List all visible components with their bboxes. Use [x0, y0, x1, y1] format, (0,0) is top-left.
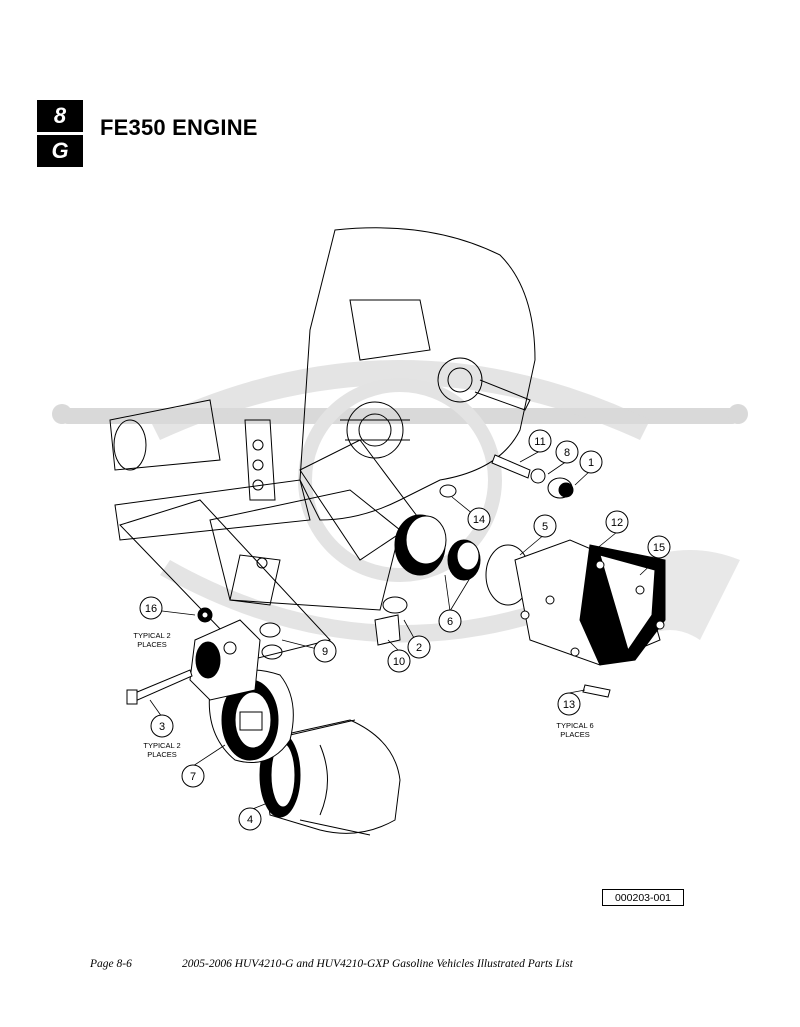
note-typical-2-places-a-line2: PLACES	[137, 640, 167, 649]
callout-6: 6	[438, 609, 462, 633]
callout-12: 12	[605, 510, 629, 534]
section-tab-number: 8	[37, 100, 83, 132]
svg-text:10: 10	[393, 656, 405, 668]
svg-text:9: 9	[322, 646, 328, 658]
svg-text:15: 15	[653, 542, 665, 554]
figure-reference-number: 000203-001	[602, 889, 684, 906]
svg-text:4: 4	[247, 814, 253, 826]
callout-3: 3	[150, 714, 174, 738]
callout-15: 15	[647, 535, 671, 559]
svg-text:13: 13	[563, 699, 575, 711]
svg-text:8: 8	[564, 447, 570, 459]
callout-9: 9	[313, 639, 337, 663]
svg-text:16: 16	[145, 603, 157, 615]
callout-1: 1	[579, 450, 603, 474]
note-typical-6-places-line1: TYPICAL 6	[556, 721, 593, 730]
callout-7: 7	[181, 764, 205, 788]
engine-block	[109, 227, 536, 661]
watermark-logo	[52, 360, 748, 643]
svg-text:2: 2	[416, 642, 422, 654]
footer-page-number: Page 8-6	[90, 958, 132, 970]
note-typical-2-places-a-line1: TYPICAL 2	[133, 631, 170, 640]
svg-text:7: 7	[190, 771, 196, 783]
svg-text:14: 14	[473, 514, 485, 526]
callout-16: 16	[139, 596, 163, 620]
svg-text:3: 3	[159, 721, 165, 733]
callout-2: 2	[407, 635, 431, 659]
section-tab-letter: G	[37, 135, 83, 167]
svg-text:12: 12	[611, 517, 623, 529]
callout-4: 4	[238, 807, 262, 831]
note-typical-6-places-line2: PLACES	[560, 730, 590, 739]
note-typical-2-places-b-line2: PLACES	[147, 750, 177, 759]
footer-document-title: 2005-2006 HUV4210-G and HUV4210-GXP Gaso…	[182, 958, 573, 970]
callout-10: 10	[387, 649, 411, 673]
svg-text:11: 11	[534, 436, 545, 448]
leader-lines	[149, 450, 660, 811]
callout-8: 8	[555, 440, 579, 464]
svg-text:1: 1	[588, 457, 594, 469]
oil-pump-parts	[374, 454, 666, 698]
oil-filter-assembly	[126, 607, 401, 836]
callout-11: 11	[528, 429, 552, 453]
callout-5: 5	[533, 514, 557, 538]
callout-14: 14	[467, 507, 491, 531]
page-title: FE350 ENGINE	[100, 115, 258, 140]
callout-13: 13	[557, 692, 581, 716]
note-typical-2-places-b-line1: TYPICAL 2	[143, 741, 180, 750]
svg-text:6: 6	[447, 616, 453, 628]
svg-text:5: 5	[542, 521, 548, 533]
